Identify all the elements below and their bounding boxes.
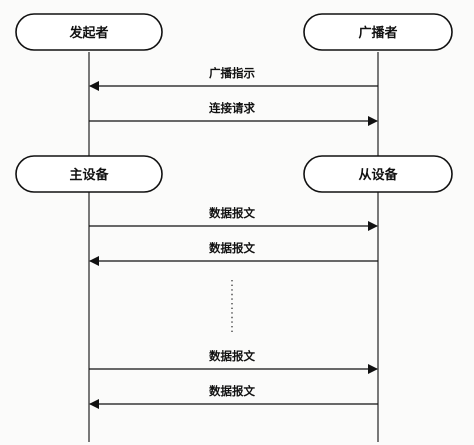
message-label-1: 广播指示 bbox=[209, 66, 255, 80]
participant-slave-label: 从设备 bbox=[358, 167, 398, 183]
message-label-3: 数据报文 bbox=[209, 206, 255, 220]
participant-advertiser: 广播者 bbox=[303, 13, 453, 51]
message-label-5: 数据报文 bbox=[209, 349, 255, 363]
participant-master: 主设备 bbox=[15, 155, 163, 193]
message-label-6: 数据报文 bbox=[209, 384, 255, 398]
participant-initiator-label: 发起者 bbox=[68, 25, 108, 41]
participant-initiator: 发起者 bbox=[15, 13, 163, 51]
message-label-4: 数据报文 bbox=[209, 241, 255, 255]
message-label-2: 连接请求 bbox=[209, 101, 255, 115]
participant-advertiser-label: 广播者 bbox=[358, 25, 397, 41]
participant-master-label: 主设备 bbox=[69, 167, 109, 183]
participant-slave: 从设备 bbox=[303, 155, 453, 193]
